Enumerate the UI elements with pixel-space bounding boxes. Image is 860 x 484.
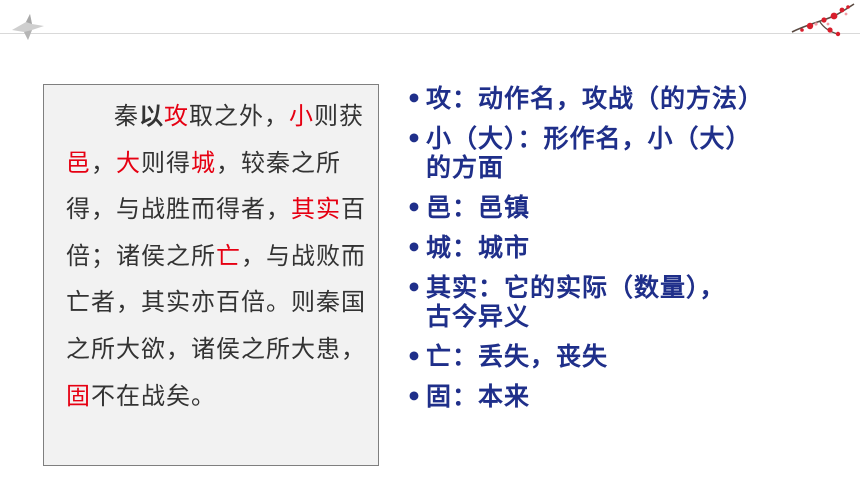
passage-segment: 则得 xyxy=(141,148,191,177)
bullet-icon: • xyxy=(406,342,423,371)
highlighted-word: 固 xyxy=(66,381,91,410)
highlighted-word: 大 xyxy=(116,148,141,177)
note-line: 固：本来 xyxy=(426,382,531,411)
highlighted-word: 亡 xyxy=(216,241,241,270)
highlighted-word: 小 xyxy=(289,102,314,130)
passage-segment: 百倍；诸侯之所 xyxy=(66,195,366,270)
highlighted-word: 攻 xyxy=(164,102,189,130)
bullet-icon: • xyxy=(406,84,423,113)
bullet-icon: • xyxy=(406,233,423,262)
passage-segment: 不在战矣。 xyxy=(91,381,216,410)
note-line: 古今异义 xyxy=(426,302,531,331)
note-item: •固：本来 xyxy=(404,382,854,411)
note-item: •亡：丢失，丧失 xyxy=(404,342,854,371)
passage-segment: 秦 xyxy=(114,102,139,130)
note-line: 的方面 xyxy=(426,153,505,182)
note-line: 攻：动作名，攻战（的方法） xyxy=(426,84,765,113)
highlighted-word: 邑 xyxy=(66,148,91,177)
bullet-icon: • xyxy=(406,273,423,302)
passage-box: 秦以攻取之外，小则获邑，大则得城，较秦之所得，与战胜而得者，其实百倍；诸侯之所亡… xyxy=(43,84,379,466)
note-line: 其实：它的实际（数量）， xyxy=(426,273,726,302)
note-item: •攻：动作名，攻战（的方法） xyxy=(404,84,854,113)
bullet-icon: • xyxy=(406,193,423,222)
note-line: 亡：丢失，丧失 xyxy=(426,342,609,371)
note-item: •小（大）：形作名，小（大）的方面 xyxy=(404,124,854,182)
passage-segment: ，较秦之所得，与战胜而得者， xyxy=(66,148,341,224)
note-item: •其实：它的实际（数量），古今异义 xyxy=(404,273,854,331)
passage-segment: ， xyxy=(91,148,116,177)
bold-word: 以 xyxy=(139,101,164,130)
passage-text: 秦以攻取之外，小则获邑，大则得城，较秦之所得，与战胜而得者，其实百倍；诸侯之所亡… xyxy=(66,89,374,419)
paper-crane-icon xyxy=(12,14,44,40)
note-item: •城：城市 xyxy=(404,233,854,262)
note-line: 城：城市 xyxy=(426,233,531,262)
note-line: 邑：邑镇 xyxy=(426,193,531,222)
note-line: 小（大）：形作名，小（大） xyxy=(426,124,752,153)
passage-segment: 则获 xyxy=(314,102,364,130)
note-item: •邑：邑镇 xyxy=(404,193,854,222)
notes-list: •攻：动作名，攻战（的方法）•小（大）：形作名，小（大）的方面•邑：邑镇•城：城… xyxy=(404,84,854,422)
highlighted-word: 其实 xyxy=(291,195,341,224)
passage-segment: 取之外， xyxy=(189,102,289,130)
plum-blossom-icon xyxy=(791,3,855,37)
bullet-icon: • xyxy=(406,382,423,411)
header-divider xyxy=(0,33,860,34)
bullet-icon: • xyxy=(406,124,423,153)
passage-segment: ，与战败而亡者，其实亦百倍。则秦国之所大欲，诸侯之所大患， xyxy=(66,241,366,363)
highlighted-word: 城 xyxy=(191,148,216,177)
